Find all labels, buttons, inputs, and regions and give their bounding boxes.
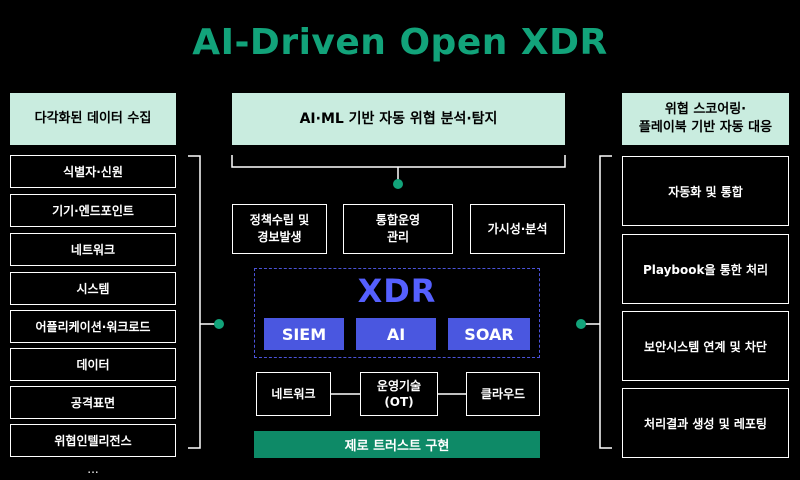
left-bracket <box>188 155 201 449</box>
center-connector-dot <box>393 179 403 189</box>
env-line: 클라우드 <box>480 387 526 401</box>
env-line: (OT) <box>384 395 414 409</box>
xdr-label: XDR <box>357 272 437 310</box>
function-box-visibility: 가시성·분석 <box>470 204 565 254</box>
right-header-line: 플레이북 기반 자동 대응 <box>638 120 773 135</box>
function-line: 정책수립 및 <box>249 213 310 227</box>
source-item: 어플리케이션·워크로드 <box>10 310 176 343</box>
function-line: 통합운영 <box>375 213 421 227</box>
response-item: Playbook을 통한 처리 <box>622 234 789 304</box>
function-box-operations: 통합운영 관리 <box>343 204 453 254</box>
page-title: AI-Driven Open XDR <box>192 22 608 63</box>
function-line: 관리 <box>386 230 410 244</box>
right-header: 위협 스코어링· 플레이북 기반 자동 대응 <box>622 93 789 145</box>
response-item: 보안시스템 연계 및 차단 <box>622 311 789 381</box>
center-header: AI·ML 기반 자동 위협 분석·탐지 <box>232 93 565 145</box>
left-header: 다각화된 데이터 수집 <box>10 93 176 145</box>
source-item: 식별자·신원 <box>10 155 176 188</box>
right-connector-dot <box>576 319 586 329</box>
source-item: 공격표면 <box>10 386 176 419</box>
env-ot: 운영기술 (OT) <box>360 372 438 416</box>
more-ellipsis: ... <box>87 462 99 476</box>
left-connector-dot <box>214 319 224 329</box>
source-item: 기기·엔드포인트 <box>10 194 176 227</box>
module-siem: SIEM <box>264 318 344 350</box>
xdr-frame <box>254 268 540 358</box>
env-line: 네트워크 <box>271 387 316 401</box>
right-header-line: 위협 스코어링· <box>664 102 747 117</box>
source-item: 시스템 <box>10 272 176 305</box>
env-line: 운영기술 <box>376 379 422 393</box>
function-line: 가시성·분석 <box>487 221 548 236</box>
env-network: 네트워크 <box>256 372 331 416</box>
center-bracket <box>231 155 566 168</box>
function-line: 경보발생 <box>257 230 302 244</box>
module-soar: SOAR <box>448 318 530 350</box>
response-item: 처리결과 생성 및 레포팅 <box>622 388 789 458</box>
zero-trust-bar: 제로 트러스트 구현 <box>254 431 540 458</box>
env-cloud: 클라우드 <box>466 372 540 416</box>
source-item: 네트워크 <box>10 233 176 266</box>
source-item: 데이터 <box>10 348 176 381</box>
module-ai: AI <box>356 318 436 350</box>
response-item: 자동화 및 통합 <box>622 156 789 226</box>
right-bracket <box>599 155 612 449</box>
source-item: 위협인텔리전스 <box>10 424 176 457</box>
function-box-policy: 정책수립 및 경보발생 <box>232 204 327 254</box>
